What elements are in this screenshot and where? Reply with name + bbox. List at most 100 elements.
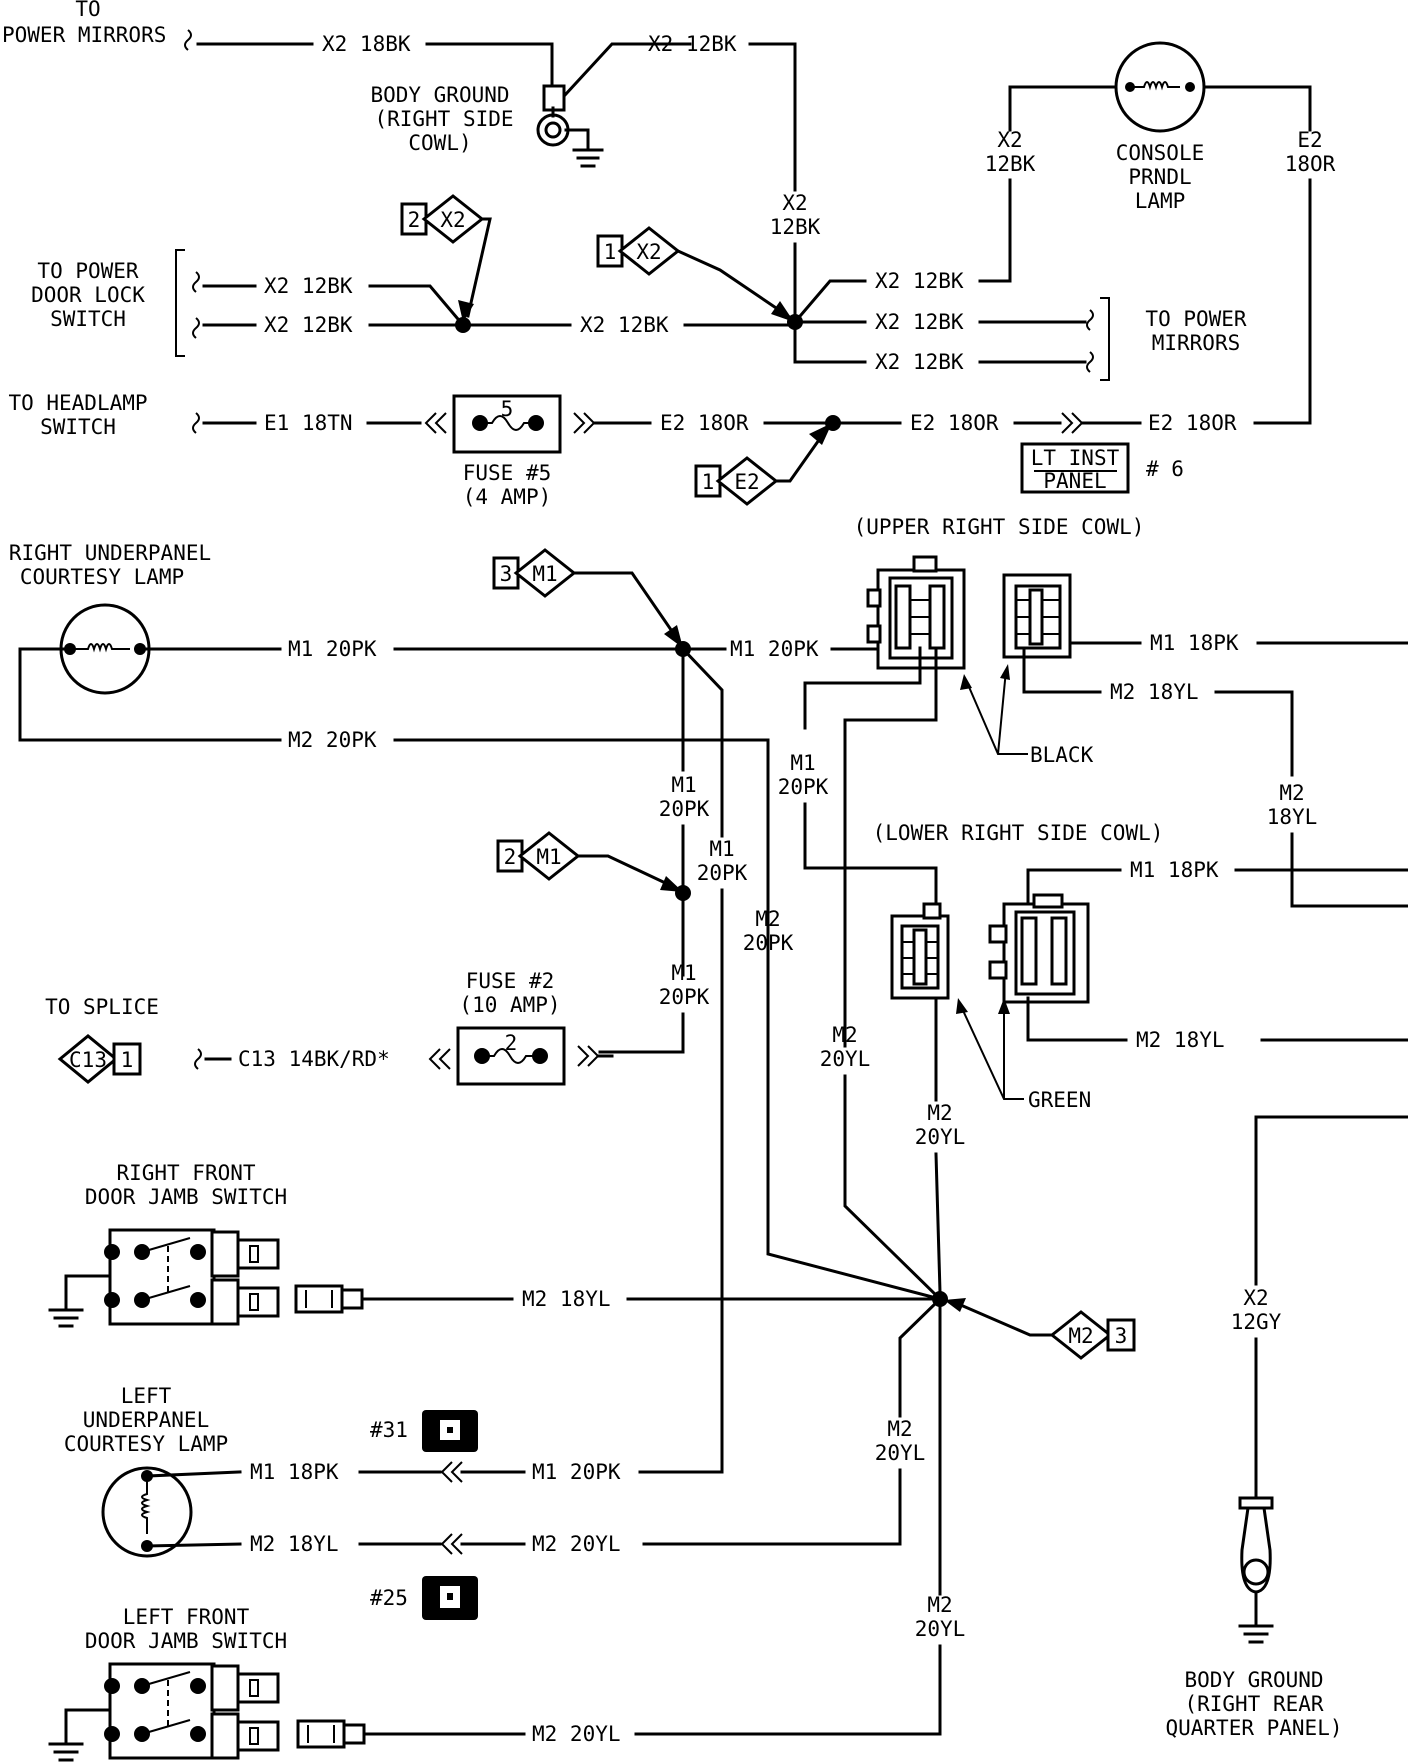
svg-text:(RIGHT SIDE: (RIGHT SIDE [374, 107, 513, 131]
svg-text:X2 12BK: X2 12BK [875, 310, 964, 334]
wire-ground-12bk [562, 42, 692, 98]
terminal-plug [294, 1284, 364, 1314]
svg-text:2: 2 [408, 208, 421, 232]
fuse-element-icon [480, 415, 536, 431]
svg-text:1: 1 [604, 240, 617, 264]
svg-text:M1 18PK: M1 18PK [1150, 631, 1239, 655]
wire-console-right [1202, 85, 1312, 132]
wire-x2-12bk-down [748, 42, 797, 192]
svg-text:20PK: 20PK [659, 985, 710, 1009]
connector-31-icon [422, 1410, 478, 1452]
lamp-filament-icon [70, 643, 130, 653]
svg-text:X2 12BK: X2 12BK [875, 269, 964, 293]
label-to-power-door-lock: TO POWER [37, 259, 139, 283]
svg-text:DOOR JAMB SWITCH: DOOR JAMB SWITCH [85, 1629, 287, 1653]
fuse-element-icon [482, 1048, 540, 1064]
splice-tag-m2-3: M2 3 [1049, 1310, 1136, 1360]
label-green: GREEN [1028, 1088, 1091, 1112]
connector-icon [1061, 412, 1084, 434]
svg-text:M1: M1 [709, 837, 734, 861]
arrow-head-icon [960, 674, 972, 690]
arrow-head-icon [1000, 664, 1010, 680]
svg-text:M2 20YL: M2 20YL [532, 1532, 621, 1556]
connector-upper-cowl-male [866, 555, 966, 670]
connector-icon [424, 412, 447, 434]
ground-terminal [542, 84, 566, 112]
right-front-door-jamb-switch [104, 1228, 280, 1326]
svg-text:DOOR JAMB SWITCH: DOOR JAMB SWITCH [85, 1185, 287, 1209]
wire-console-left [1008, 85, 1118, 132]
svg-text:E2 18OR: E2 18OR [1148, 411, 1237, 435]
arrow-head-icon [809, 423, 832, 445]
svg-text:X2 12BK: X2 12BK [580, 313, 669, 337]
svg-text:M2: M2 [755, 907, 780, 931]
svg-text:C13 14BK/RD*: C13 14BK/RD* [238, 1047, 390, 1071]
svg-text:COURTESY LAMP: COURTESY LAMP [20, 565, 184, 589]
svg-text:X2: X2 [1243, 1286, 1268, 1310]
label-ref-25: #25 [370, 1586, 408, 1610]
svg-text:M1 18PK: M1 18PK [250, 1460, 339, 1484]
lamp-filament-icon [1130, 81, 1180, 91]
svg-text:3: 3 [500, 562, 513, 586]
connector-25-icon [422, 1576, 478, 1620]
label-to-power-mirrors-right: TO POWER [1145, 307, 1247, 331]
arrow-head-icon [458, 300, 474, 322]
arrow-head-icon [998, 998, 1010, 1014]
svg-text:18OR: 18OR [1285, 152, 1336, 176]
svg-text:M1 20PK: M1 20PK [730, 637, 819, 661]
arrow-head-icon [956, 998, 968, 1014]
rear-ground-eyelet-icon [1238, 1496, 1274, 1594]
svg-text:X2: X2 [636, 240, 661, 264]
svg-text:E2: E2 [1297, 128, 1322, 152]
svg-text:DOOR LOCK: DOOR LOCK [31, 283, 145, 307]
svg-text:M1: M1 [536, 845, 561, 869]
svg-text:12GY: 12GY [1231, 1310, 1282, 1334]
splice-tag-x2-2: 2 X2 [400, 194, 485, 244]
svg-text:1: 1 [702, 470, 715, 494]
svg-text:M1: M1 [532, 562, 557, 586]
svg-text:12BK: 12BK [770, 215, 821, 239]
label-right-front: RIGHT FRONT [116, 1161, 255, 1185]
svg-text:M2: M2 [927, 1593, 952, 1617]
arrow-head-icon [664, 625, 683, 648]
svg-text:M1 20PK: M1 20PK [288, 637, 377, 661]
bracket-left [175, 249, 185, 357]
svg-text:SWITCH: SWITCH [40, 415, 116, 439]
svg-text:M1: M1 [790, 751, 815, 775]
svg-text:X2: X2 [440, 208, 465, 232]
arrow-head-icon [944, 1298, 966, 1312]
svg-text:E2 18OR: E2 18OR [660, 411, 749, 435]
label-left: LEFT [121, 1384, 172, 1408]
svg-text:X2: X2 [997, 128, 1022, 152]
svg-text:X2 12BK: X2 12BK [875, 350, 964, 374]
svg-text:M2: M2 [927, 1101, 952, 1125]
label-fuse-2: FUSE #2 [466, 969, 555, 993]
left-front-door-jamb-switch [104, 1662, 280, 1760]
svg-text:20YL: 20YL [875, 1441, 926, 1465]
label-to-headlamp-switch: TO HEADLAMP [8, 391, 147, 415]
connector-upper-cowl-female [1002, 573, 1072, 659]
svg-text:(4 AMP): (4 AMP) [463, 485, 552, 509]
svg-text:M2: M2 [1068, 1324, 1093, 1348]
svg-text:20PK: 20PK [778, 775, 829, 799]
svg-text:2: 2 [504, 845, 517, 869]
svg-text:M2 20PK: M2 20PK [288, 728, 377, 752]
arrow-head-icon [771, 301, 794, 322]
wire-break-icon [184, 29, 192, 51]
svg-text:COURTESY LAMP: COURTESY LAMP [64, 1432, 228, 1456]
svg-text:20PK: 20PK [743, 931, 794, 955]
splice-tag-c13-1: C13 1 [57, 1034, 142, 1084]
svg-text:2: 2 [505, 1031, 518, 1055]
arrow-head-icon [660, 876, 683, 892]
svg-text:20PK: 20PK [697, 861, 748, 885]
connector-icon [577, 1045, 600, 1067]
label-right-underpanel: RIGHT UNDERPANEL [9, 541, 211, 565]
svg-text:M2 18YL: M2 18YL [522, 1287, 611, 1311]
label-body-ground: BODY GROUND [370, 83, 509, 107]
svg-text:C13: C13 [69, 1048, 107, 1072]
label-ref-6: # 6 [1146, 457, 1184, 481]
label-to-splice: TO SPLICE [45, 995, 159, 1019]
label-console: CONSOLE [1116, 141, 1205, 165]
svg-text:M2: M2 [1279, 781, 1304, 805]
